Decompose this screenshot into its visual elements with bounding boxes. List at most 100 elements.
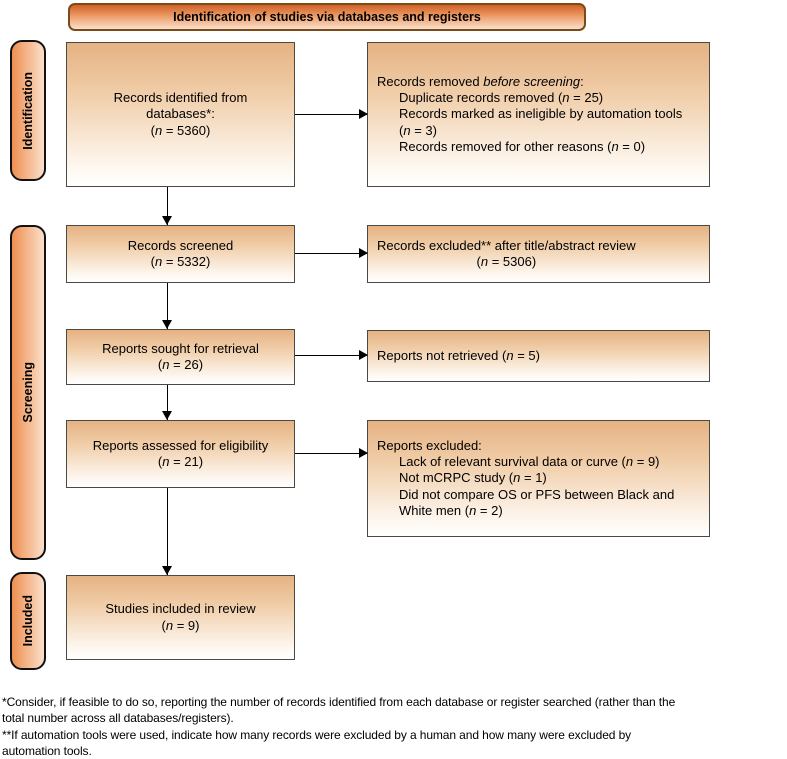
text-line: Reports excluded: <box>377 438 674 454</box>
stage-label-identification: Identification <box>10 40 46 181</box>
text-line: (n = 26) <box>102 357 259 373</box>
text-segment: = 21) <box>169 454 204 469</box>
text-line: (n = 21) <box>93 454 269 470</box>
box-records-excluded-text: Records excluded** after title/abstract … <box>377 238 636 271</box>
text-line: Records identified from <box>114 90 248 106</box>
text-segment: ( <box>150 254 156 269</box>
text-segment: ( <box>150 122 155 138</box>
italic-text-segment: n <box>513 470 521 486</box>
arrow-right-assessed-to-excluded <box>295 448 368 459</box>
text-segment: Records removed <box>377 73 484 89</box>
text-line: Did not compare OS or PFS between Black … <box>377 487 674 503</box>
text-segment: White men ( <box>399 503 470 519</box>
italic-text-segment: n <box>403 122 411 138</box>
text-segment: Reports sought for retrieval <box>102 340 259 356</box>
box-reports-assessed: Reports assessed for eligibility(n = 21) <box>66 420 295 488</box>
text-line: Records excluded** after title/abstract … <box>377 238 636 254</box>
text-segment: = 5332) <box>162 254 211 269</box>
text-segment: Records marked as ineligible by automati… <box>399 106 683 122</box>
box-reports-excluded-text: Reports excluded:Lack of relevant surviv… <box>377 438 674 520</box>
box-studies-included: Studies included in review(n = 9) <box>66 575 295 660</box>
text-line: Records removed before screening: <box>377 74 682 90</box>
box-reports-excluded: Reports excluded:Lack of relevant surviv… <box>367 420 710 537</box>
box-reports-sought-text: Reports sought for retrieval(n = 26) <box>102 341 259 374</box>
box-records-removed-text: Records removed before screening:Duplica… <box>377 74 682 156</box>
text-line: Reports assessed for eligibility <box>93 438 269 454</box>
text-segment: ( <box>476 254 481 269</box>
italic-text-segment: n <box>165 617 174 633</box>
italic-text-segment: n <box>469 503 477 519</box>
text-line: Reports sought for retrieval <box>102 341 259 357</box>
stage-label-included: Included <box>10 572 46 670</box>
text-line: Reports not retrieved (n = 5) <box>377 348 540 364</box>
text-segment: = 5360) <box>162 122 211 138</box>
footnote-line: **If automation tools were used, indicat… <box>2 727 632 742</box>
text-segment: = 5) <box>513 347 540 363</box>
stage-label-screening: Screening <box>10 225 46 560</box>
text-segment: = 26) <box>169 357 204 372</box>
box-records-screened-text: Records screened(n = 5332) <box>128 238 234 271</box>
text-line: Not mCRPC study (n = 1) <box>377 470 674 486</box>
box-studies-included-text: Studies included in review(n = 9) <box>105 601 255 634</box>
italic-text-segment: n <box>611 139 619 155</box>
text-line: (n = 9) <box>105 618 255 634</box>
italic-text-segment: before screening <box>483 73 581 89</box>
arrow-down-assessed-to-included <box>161 488 172 575</box>
text-segment: Records screened <box>127 237 234 253</box>
text-segment: = 25) <box>569 89 604 105</box>
arrow-right-identified-to-removed <box>295 109 368 120</box>
text-line: Records marked as ineligible by automati… <box>377 106 682 122</box>
banner-identification-of-studies: Identification of studies via databases … <box>68 3 586 31</box>
text-segment: = 0) <box>618 139 646 155</box>
italic-text-segment: n <box>506 347 514 363</box>
text-segment: Records identified from <box>113 89 248 105</box>
text-segment: Did not compare OS or PFS between Black … <box>399 486 675 502</box>
text-line: databases*: <box>114 106 248 122</box>
text-line: Studies included in review <box>105 601 255 617</box>
italic-text-segment: n <box>480 254 489 269</box>
text-segment: Duplicate records removed ( <box>399 89 563 105</box>
box-reports-not-retrieved-text: Reports not retrieved (n = 5) <box>377 348 540 364</box>
text-segment: Studies included in review <box>105 601 256 617</box>
text-segment: ( <box>157 454 163 469</box>
arrow-down-identified-to-screened <box>161 187 172 225</box>
text-segment: = 9) <box>173 617 200 633</box>
footnotes: *Consider, if feasible to do so, reporti… <box>2 694 675 759</box>
text-line: Duplicate records removed (n = 25) <box>377 90 682 106</box>
footnote-line: automation tools. <box>2 744 92 759</box>
text-segment: Lack of relevant survival data or curve … <box>399 453 626 469</box>
stage-label-screening-text: Screening <box>21 362 35 423</box>
text-line: (n = 5360) <box>114 123 248 139</box>
text-segment: Reports excluded: <box>377 437 482 453</box>
box-reports-not-retrieved: Reports not retrieved (n = 5) <box>367 330 710 382</box>
text-segment: Records removed for other reasons ( <box>399 139 612 155</box>
box-records-excluded-title-abstract: Records excluded** after title/abstract … <box>367 225 710 283</box>
text-segment: = 5306) <box>488 254 537 269</box>
box-records-removed-before-screening: Records removed before screening:Duplica… <box>367 42 710 187</box>
box-reports-sought: Reports sought for retrieval(n = 26) <box>66 329 295 385</box>
italic-text-segment: n <box>155 122 163 138</box>
text-line: (n = 5306) <box>377 254 636 270</box>
arrow-down-sought-to-assessed <box>161 385 172 420</box>
text-segment: Reports assessed for eligibility <box>92 437 269 453</box>
text-line: Records removed for other reasons (n = 0… <box>377 139 682 155</box>
text-line: (n = 3) <box>377 123 682 139</box>
text-segment: Records excluded** after title/abstract … <box>377 237 636 253</box>
text-line: Lack of relevant survival data or curve … <box>377 454 674 470</box>
footnote-line: *Consider, if feasible to do so, reporti… <box>2 695 676 709</box>
arrow-down-screened-to-sought <box>161 283 172 329</box>
box-reports-assessed-text: Reports assessed for eligibility(n = 21) <box>93 438 269 471</box>
italic-text-segment: n <box>155 254 163 269</box>
footnote-line: total number across all databases/regist… <box>2 711 234 726</box>
text-segment: = 9) <box>633 453 660 469</box>
italic-text-segment: n <box>162 357 170 372</box>
italic-text-segment: n <box>625 453 634 469</box>
italic-text-segment: n <box>562 89 570 105</box>
italic-text-segment: n <box>162 454 170 469</box>
arrow-right-screened-to-excluded <box>295 248 368 259</box>
arrow-right-sought-to-not-retrieved <box>295 350 368 361</box>
text-line: White men (n = 2) <box>377 503 674 519</box>
